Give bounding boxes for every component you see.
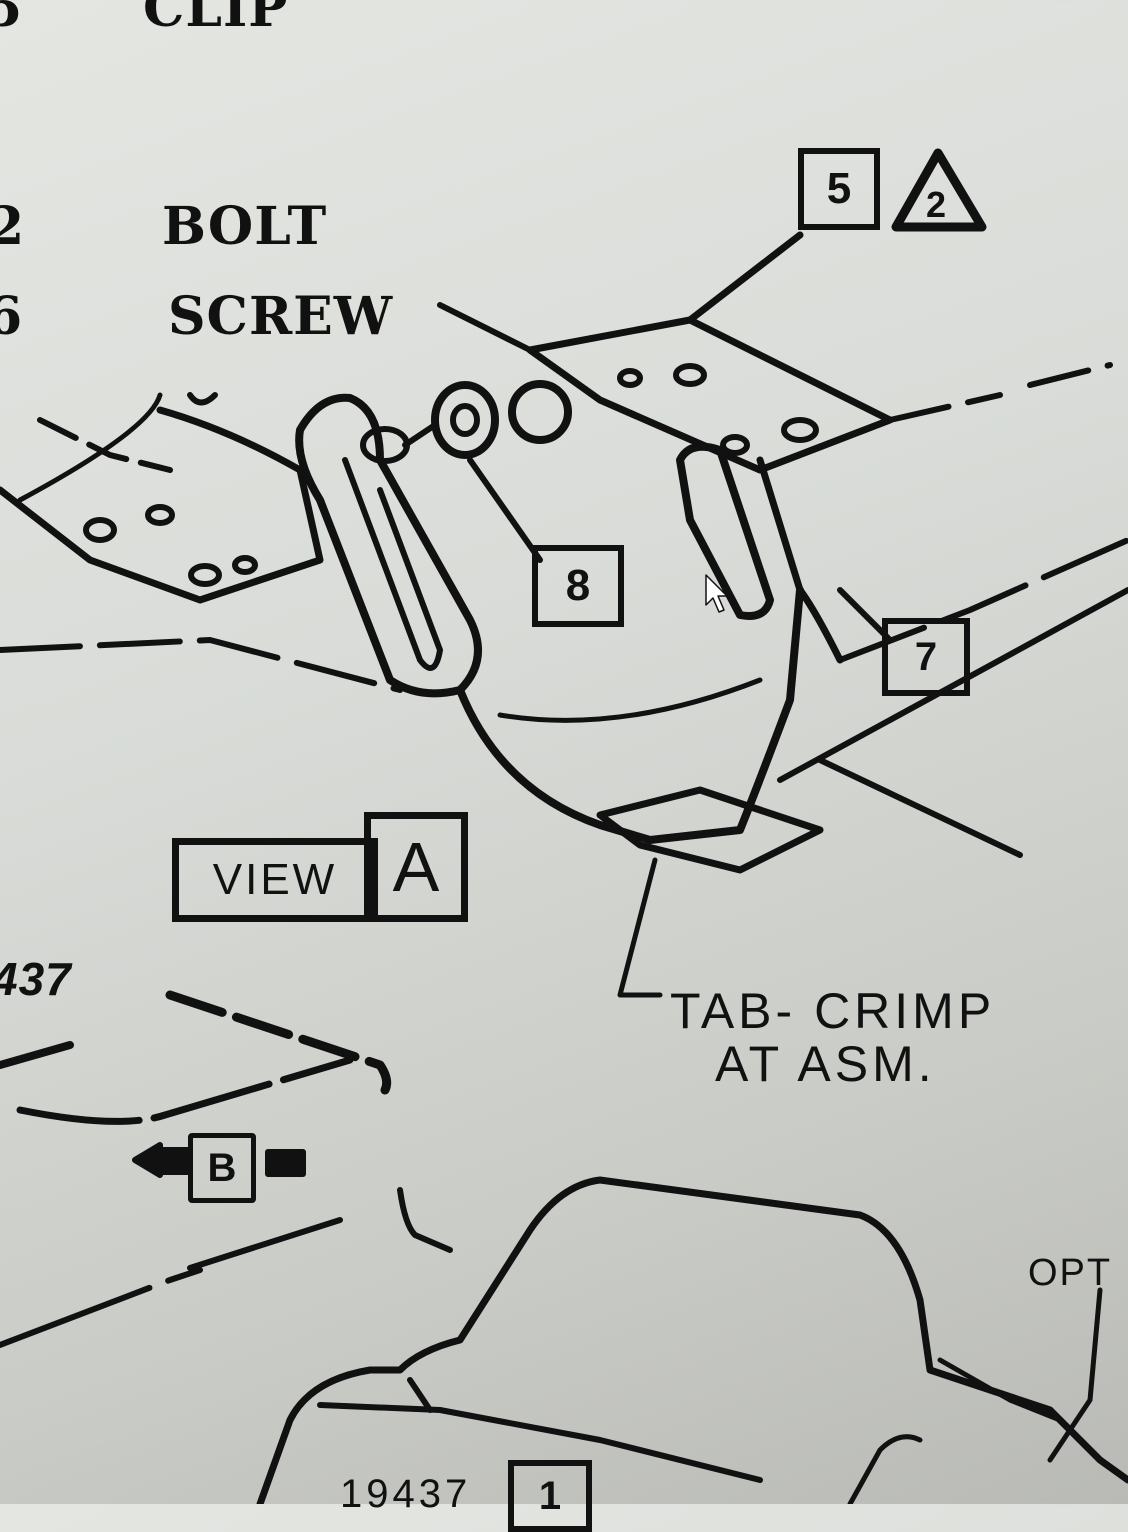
callout-part-1: 1	[508, 1460, 592, 1532]
callout-part-8: 8	[532, 545, 624, 627]
part-number-bottom: 19437	[340, 1472, 472, 1516]
note-2: 2	[926, 184, 951, 225]
tab-note-line2: AT ASM.	[715, 1036, 936, 1092]
belt-cable	[456, 586, 804, 844]
part-number-left: 437	[0, 953, 72, 1005]
legend-number: 2	[0, 196, 26, 257]
legend-number: 5	[0, 0, 24, 39]
seat	[256, 1176, 1128, 1504]
floor-pan	[0, 406, 324, 604]
callout-part-5: 5	[798, 148, 880, 230]
legend-name: BOLT	[162, 196, 328, 257]
view-b-label: B	[188, 1133, 256, 1203]
tab-note-line1: TAB- CRIMP	[670, 983, 996, 1039]
washer	[431, 381, 499, 459]
left-arm	[295, 393, 482, 698]
opt-label: OPT	[1028, 1252, 1113, 1294]
right-arm	[676, 442, 774, 620]
legend-number: 6	[0, 286, 24, 347]
legend-name: SCREW	[168, 286, 394, 347]
view-letter: A	[364, 812, 468, 922]
note-triangle-icon	[891, 148, 987, 232]
view-b-arrow	[132, 1142, 163, 1178]
mouse-cursor-icon	[705, 574, 728, 613]
legend-name: CLIP	[143, 0, 289, 39]
mounting-bracket	[526, 316, 894, 474]
view-label: VIEW	[172, 838, 378, 922]
callout-part-7: 7	[882, 618, 970, 696]
